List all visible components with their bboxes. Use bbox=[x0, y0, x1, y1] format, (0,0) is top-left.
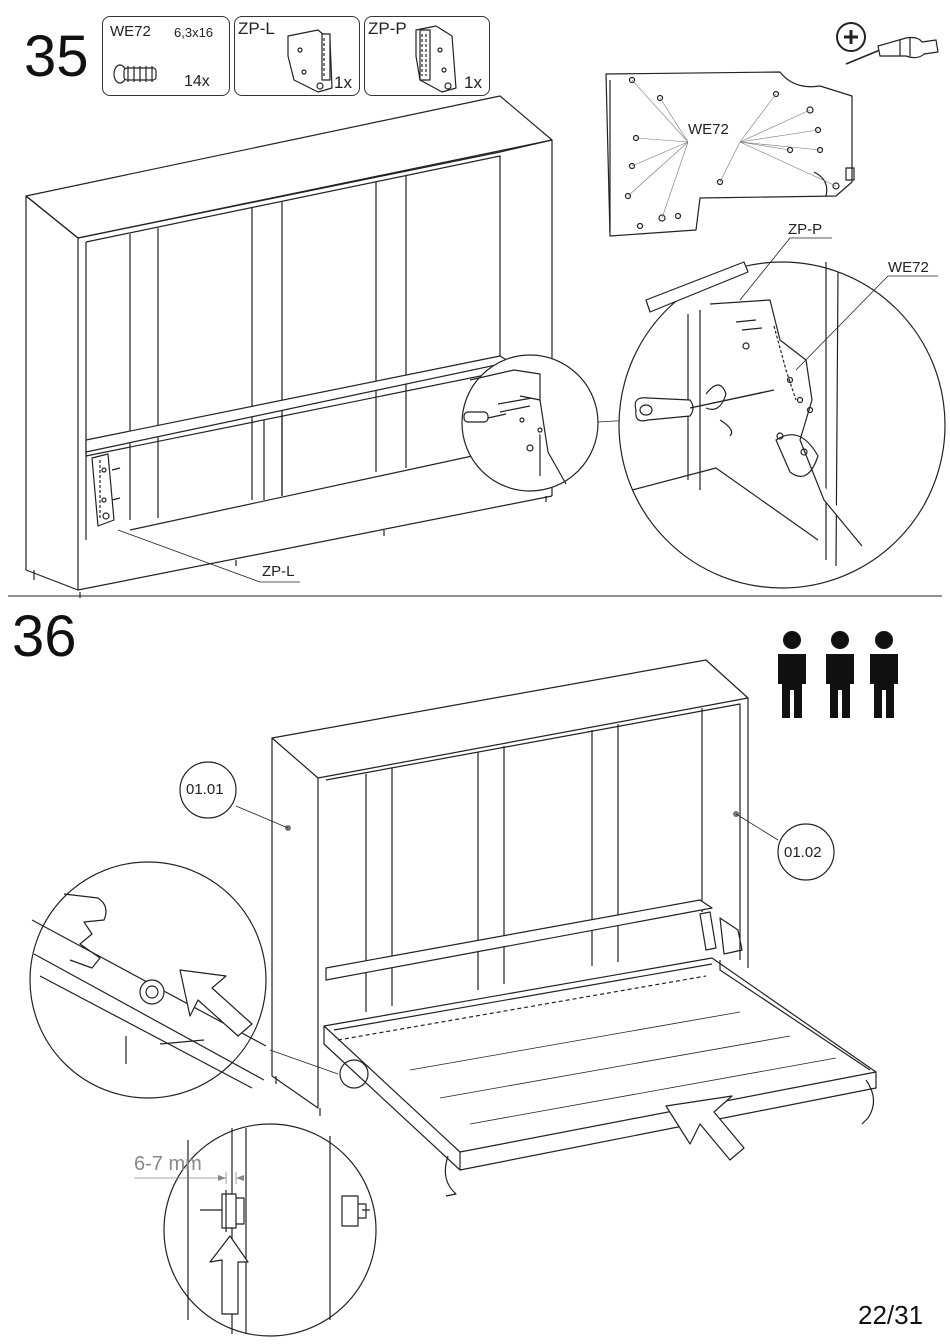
part-we72-spec: 6,3x16 bbox=[174, 26, 213, 39]
zoom-circle-large bbox=[619, 262, 945, 588]
step-35-number: 35 bbox=[24, 28, 89, 86]
part-zp-p-code: ZP-P bbox=[368, 20, 407, 37]
callout-we72-plate: WE72 bbox=[688, 122, 729, 137]
step-36-number: 36 bbox=[12, 608, 77, 666]
callout-we72-zoom: WE72 bbox=[888, 260, 929, 275]
zoom-circle-small bbox=[462, 355, 598, 491]
gap-dimension-label: 6-7 mm bbox=[134, 1154, 202, 1174]
cabinet-step36 bbox=[236, 660, 876, 1196]
part-we72-qty: 14x bbox=[184, 74, 210, 90]
bracket-plate bbox=[606, 72, 854, 236]
callout-zp-p: ZP-P bbox=[788, 222, 822, 237]
cabinet-step35 bbox=[26, 96, 552, 598]
callout-zp-l: ZP-L bbox=[262, 564, 295, 579]
screwdriver-icon bbox=[837, 23, 938, 64]
part-we72-code: WE72 bbox=[110, 24, 151, 39]
part-label-01-02: 01.02 bbox=[784, 845, 822, 860]
part-label-01-01: 01.01 bbox=[186, 782, 224, 797]
three-persons-icon bbox=[778, 631, 898, 718]
part-zp-p-qty: 1x bbox=[464, 74, 482, 91]
zoom-circle-hinge bbox=[30, 862, 266, 1098]
part-zp-l-qty: 1x bbox=[334, 74, 352, 91]
part-zp-l-code: ZP-L bbox=[238, 20, 275, 37]
page-number: 22/31 bbox=[858, 1302, 923, 1328]
